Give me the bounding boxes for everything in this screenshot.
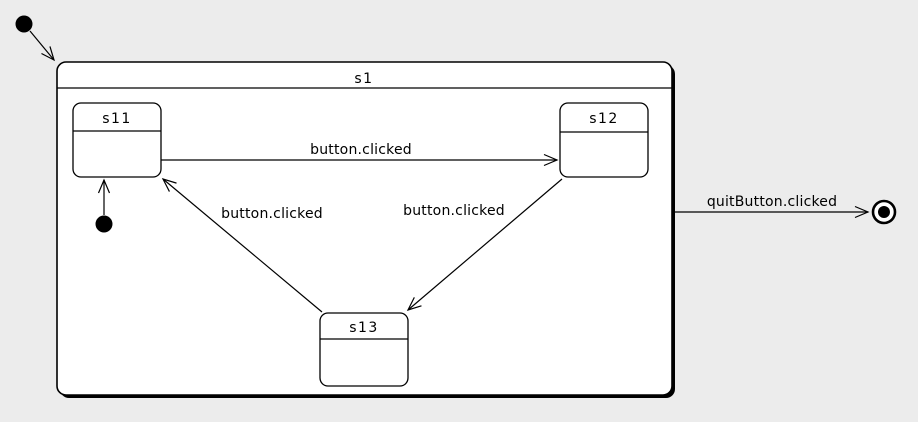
transition-s13-to-s11-label: button.clicked [221,206,323,222]
state-s13-label: s13 [349,320,379,336]
transition-s12-to-s13-label: button.clicked [403,203,505,219]
state-s11 [72,102,162,178]
state-s11-label: s11 [102,111,132,127]
transition-s13-to-s11 [161,178,323,313]
final-state-icon [871,199,897,225]
transition-s1-to-final-label: quitButton.clicked [707,194,837,210]
initial-state-inner-icon [95,215,113,233]
state-s12-label: s12 [589,111,619,127]
state-s12 [559,102,649,178]
state-s1 [56,61,673,396]
transition-s11-to-s12-label: button.clicked [310,142,412,158]
final-state-inner-dot [878,206,890,218]
initial-state-icon [15,15,33,33]
state-s1-label: s1 [354,71,373,87]
state-s13 [319,312,409,387]
transition-initial-to-s1 [29,30,55,62]
transition-s12-to-s13 [406,178,563,311]
